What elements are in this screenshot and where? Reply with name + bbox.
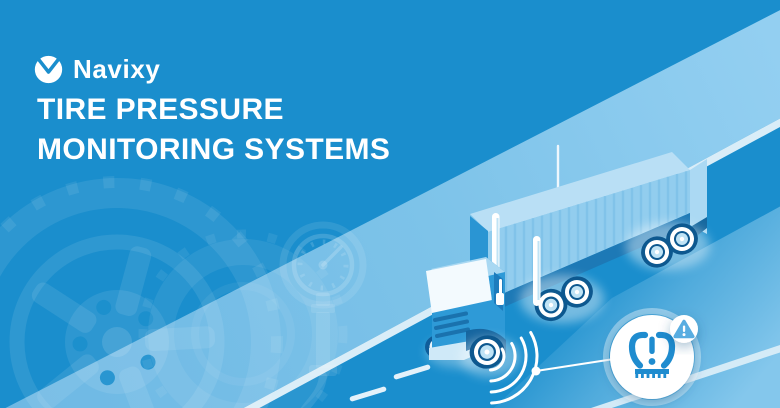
signal-waves-icon (489, 331, 539, 405)
tpms-tire-pressure-icon (628, 331, 676, 378)
tpms-badge (603, 308, 701, 406)
title-line-2: MONITORING SYSTEMS (37, 133, 391, 166)
tire-watermark-icon (138, 229, 348, 408)
badge-connector (531, 358, 615, 376)
alloy-wheel-watermark-icon (0, 176, 283, 408)
trailer-rear-wheels (626, 222, 710, 270)
warning-triangle-icon (673, 319, 695, 339)
navixy-logo-text: Navixy (73, 54, 161, 84)
cab (425, 257, 520, 377)
navixy-logo: Navixy (34, 54, 160, 85)
alert-mini-badge (670, 315, 698, 343)
side-mirror (496, 279, 504, 305)
pressure-gauge-watermark-icon (279, 221, 367, 408)
front-wheel (469, 335, 505, 369)
title-line-1: TIRE PRESSURE (37, 93, 284, 126)
trailer-mid-wheels (520, 275, 604, 323)
truck-illustration (425, 144, 710, 377)
navixy-logo-icon (34, 55, 63, 84)
page-title: TIRE PRESSURE MONITORING SYSTEMS (37, 90, 390, 170)
